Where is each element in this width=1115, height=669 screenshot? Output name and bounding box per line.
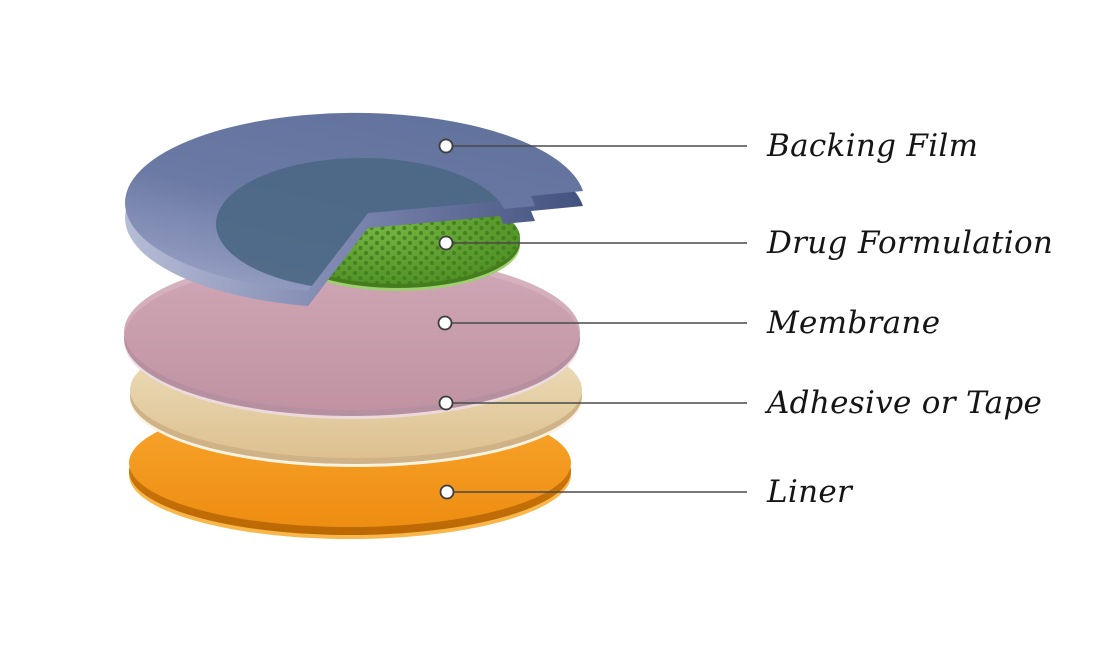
backing-film-dot: [438, 138, 454, 154]
layer-label-drug-formulation: Drug Formulation: [767, 225, 1054, 261]
adhesive-connector: [438, 395, 747, 411]
drug-formulation-dot: [438, 235, 454, 251]
liner-connector: [439, 484, 747, 500]
layer-label-liner: Liner: [767, 474, 853, 510]
layer-label-adhesive-or-tape: Adhesive or Tape: [767, 385, 1043, 421]
liner-dot: [439, 484, 455, 500]
drug-formulation-connector: [438, 235, 747, 251]
adhesive-dot: [438, 395, 454, 411]
membrane-dot: [437, 315, 453, 331]
layer-label-backing-film: Backing Film: [767, 128, 979, 164]
membrane-connector: [437, 315, 747, 331]
backing-film-connector: [438, 138, 747, 154]
callout-connectors: [437, 138, 747, 500]
layer-label-membrane: Membrane: [767, 305, 941, 341]
